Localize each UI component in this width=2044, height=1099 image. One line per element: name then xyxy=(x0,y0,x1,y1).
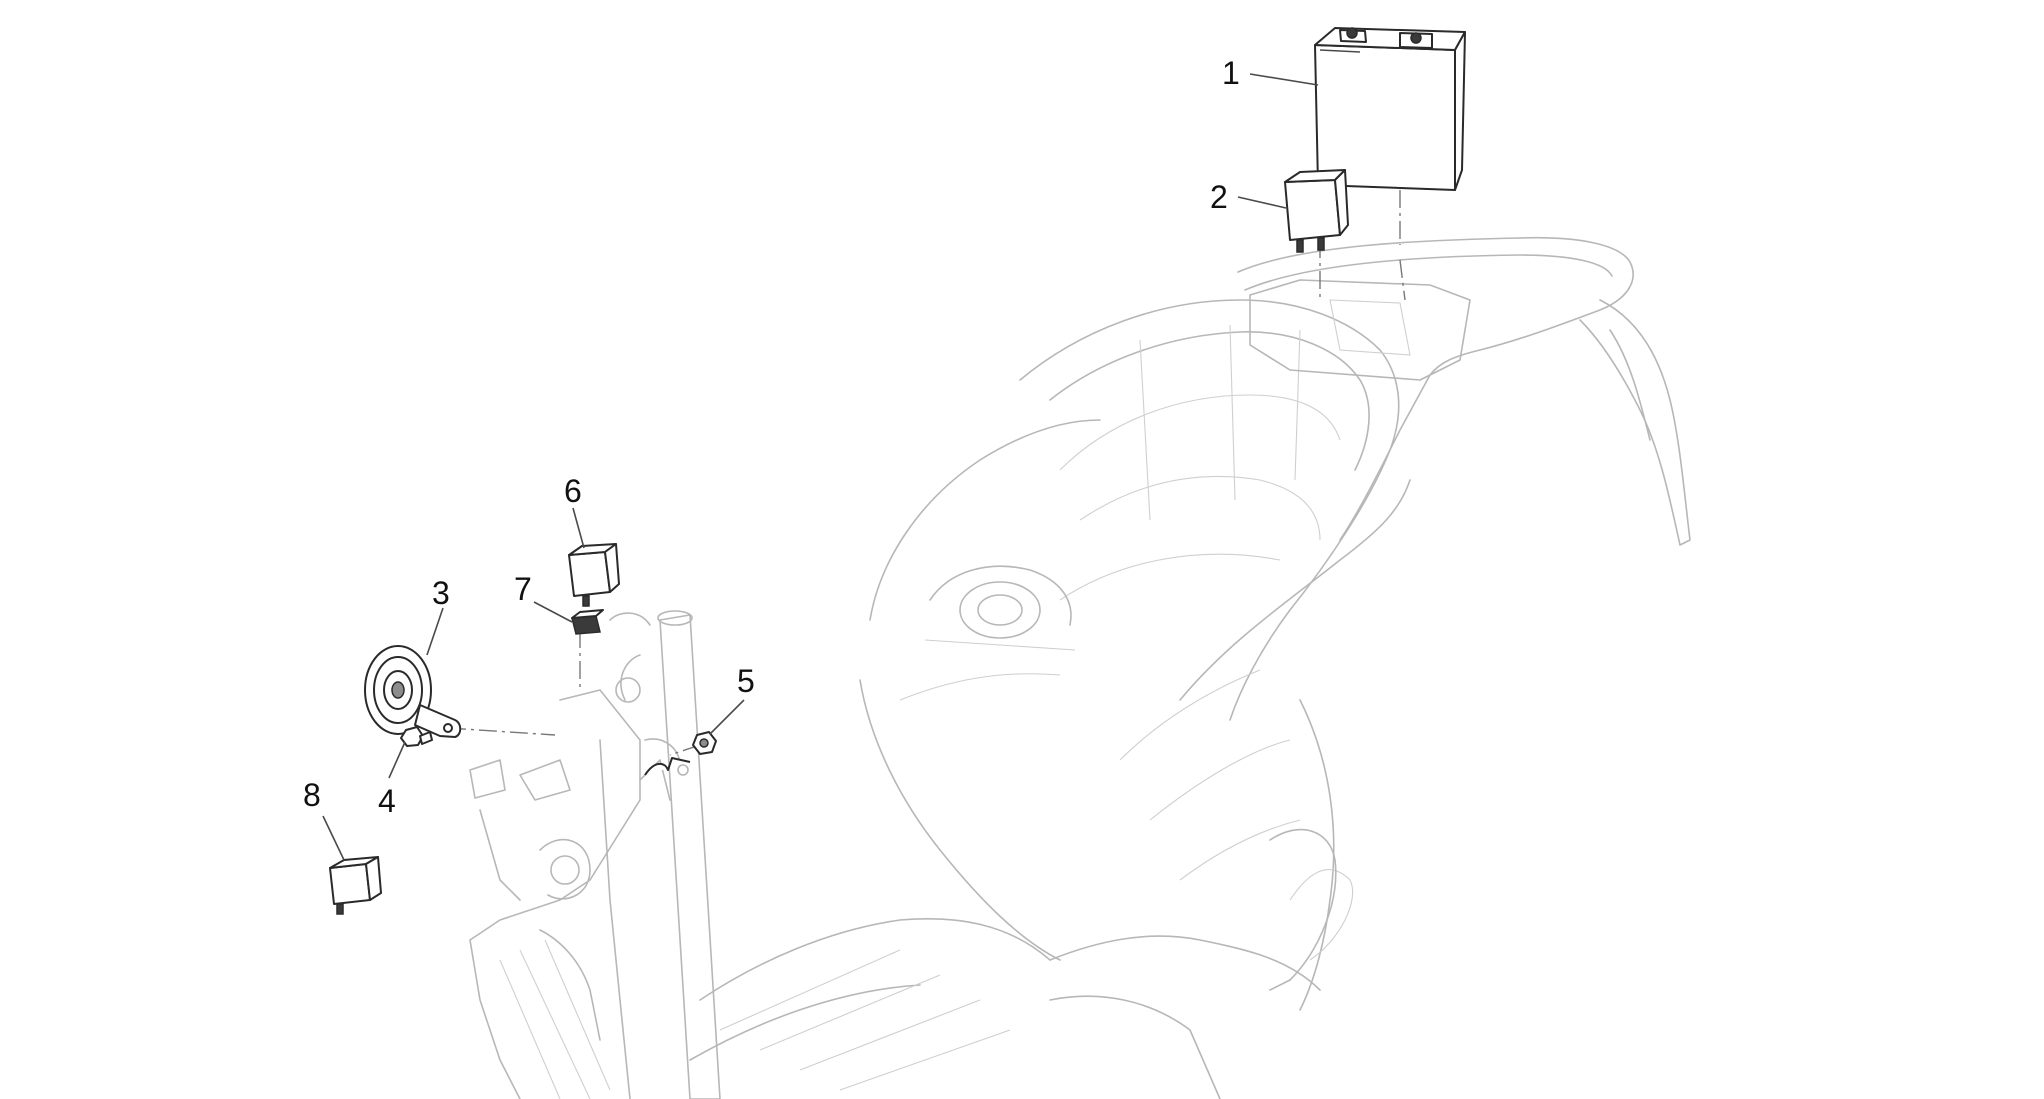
rubber-holder-part[interactable] xyxy=(571,609,604,635)
nut-icon xyxy=(692,731,717,755)
front-frame-outline xyxy=(469,610,721,1099)
callout-3: 3 xyxy=(432,575,450,611)
battery-part[interactable] xyxy=(1314,27,1466,191)
relay-part-8[interactable] xyxy=(329,856,382,915)
battery-icon xyxy=(1314,27,1466,191)
flasher-relay-part[interactable] xyxy=(568,543,620,607)
callout-5: 5 xyxy=(737,663,755,699)
callout-4: 4 xyxy=(378,783,396,819)
flasher-relay-icon xyxy=(568,543,620,607)
horn-part[interactable] xyxy=(364,645,462,738)
bolt-part[interactable] xyxy=(400,726,433,747)
callout-6: 6 xyxy=(564,473,582,509)
callout-7: 7 xyxy=(514,571,532,607)
relay-part[interactable] xyxy=(1284,169,1349,253)
scooter-body-outline xyxy=(689,236,1691,1099)
relay-icon xyxy=(1284,169,1349,253)
nut-part[interactable] xyxy=(692,731,717,755)
callout-1: 1 xyxy=(1222,55,1240,91)
assembly-lines xyxy=(447,190,1406,756)
callout-2: 2 xyxy=(1210,179,1228,215)
bolt-icon xyxy=(400,726,433,747)
rubber-holder-icon xyxy=(571,609,604,635)
horn-icon xyxy=(364,645,462,738)
callouts: 1 2 3 4 5 6 7 8 xyxy=(303,55,1240,819)
relay-icon xyxy=(329,856,382,915)
callout-8: 8 xyxy=(303,777,321,813)
leader-lines xyxy=(322,73,1319,861)
